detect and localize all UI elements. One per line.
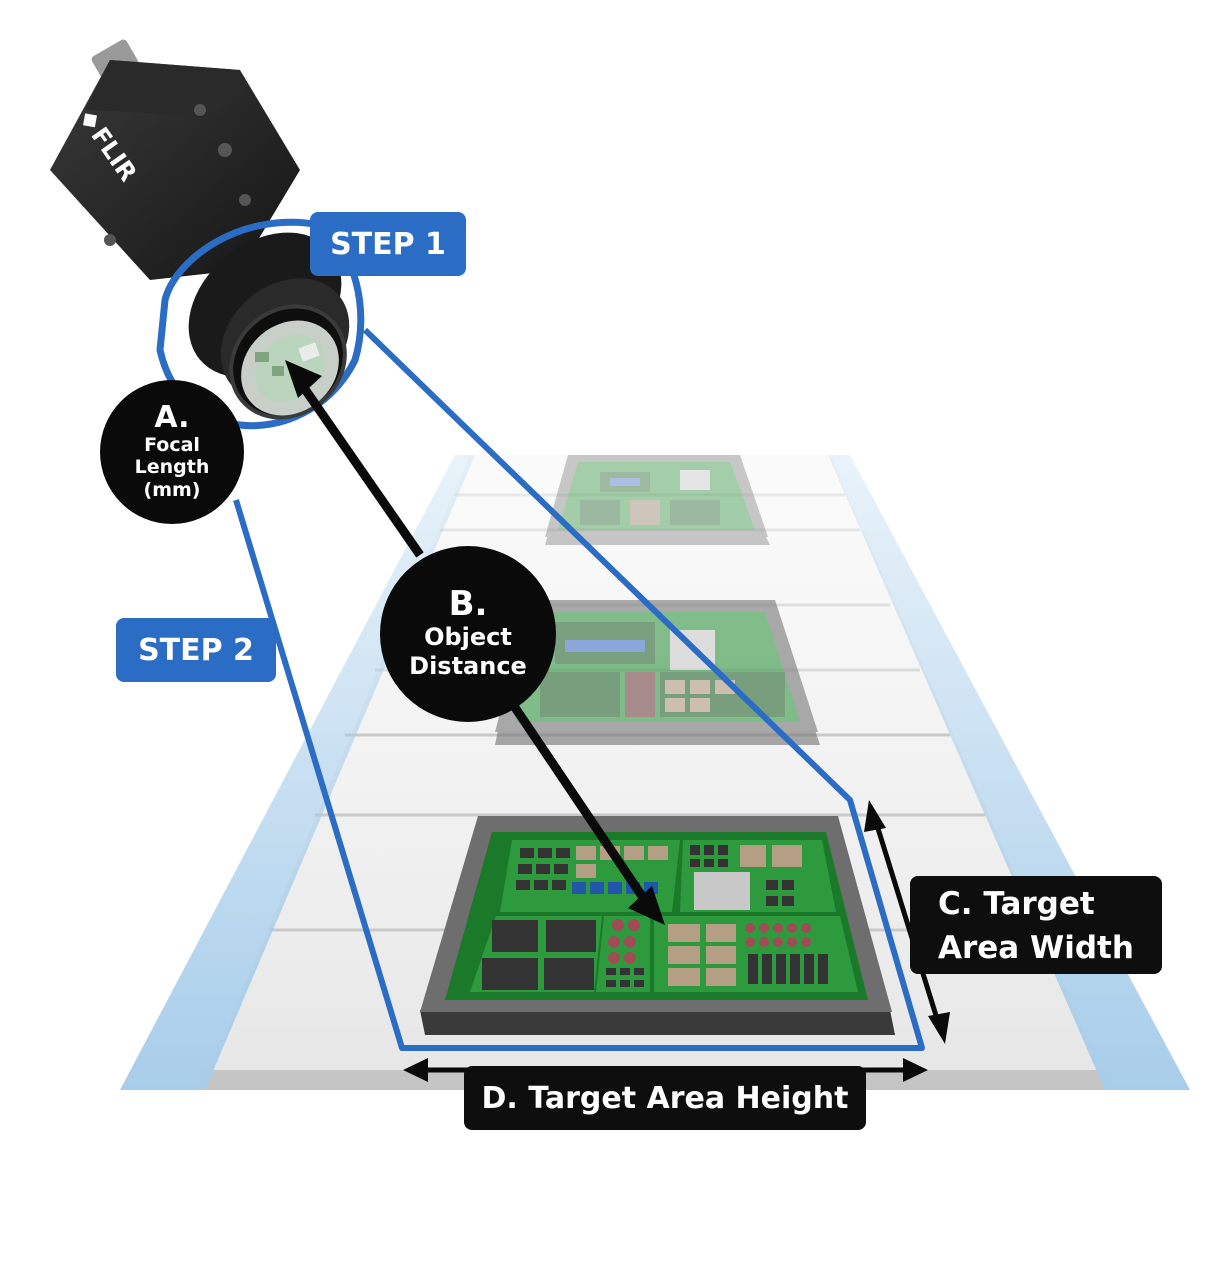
focal-line1: Focal bbox=[144, 433, 200, 456]
step2-text: STEP 2 bbox=[138, 632, 254, 668]
focal-line3: (mm) bbox=[143, 479, 201, 502]
step1-label: STEP 1 bbox=[310, 212, 466, 276]
distance-letter: B. bbox=[448, 584, 488, 625]
width-line1: C. Target bbox=[938, 886, 1095, 922]
target-area-height-label: D. Target Area Height bbox=[464, 1066, 866, 1130]
distance-arrowhead-down bbox=[628, 886, 665, 925]
width-arrow bbox=[864, 800, 950, 1044]
camera-body bbox=[50, 60, 300, 280]
width-line2: Area Width bbox=[938, 930, 1134, 966]
near-circuit-board bbox=[420, 816, 895, 1035]
focal-line2: Length bbox=[134, 456, 210, 479]
distance-line2: Distance bbox=[409, 651, 527, 680]
field-of-view-outline bbox=[233, 327, 925, 1051]
far-circuit-board bbox=[545, 455, 770, 545]
object-distance-arrow bbox=[285, 360, 665, 925]
focal-letter: A. bbox=[154, 400, 190, 436]
distance-arrowhead-up bbox=[285, 360, 322, 398]
camera-lens bbox=[156, 218, 365, 430]
object-distance-badge: B. Object Distance bbox=[380, 546, 556, 722]
target-area-width-label: C. Target Area Width bbox=[910, 876, 1162, 974]
height-text: D. Target Area Height bbox=[481, 1080, 849, 1116]
step2-label: STEP 2 bbox=[116, 618, 276, 682]
focal-length-badge: A. Focal Length (mm) bbox=[100, 380, 244, 524]
distance-arrow-upper bbox=[296, 379, 424, 558]
camera: FLIR bbox=[50, 39, 300, 280]
distance-arrow-lower bbox=[506, 697, 652, 908]
step1-text: STEP 1 bbox=[330, 226, 446, 262]
board-tray-edge bbox=[420, 1010, 895, 1035]
distance-line1: Object bbox=[424, 623, 512, 652]
